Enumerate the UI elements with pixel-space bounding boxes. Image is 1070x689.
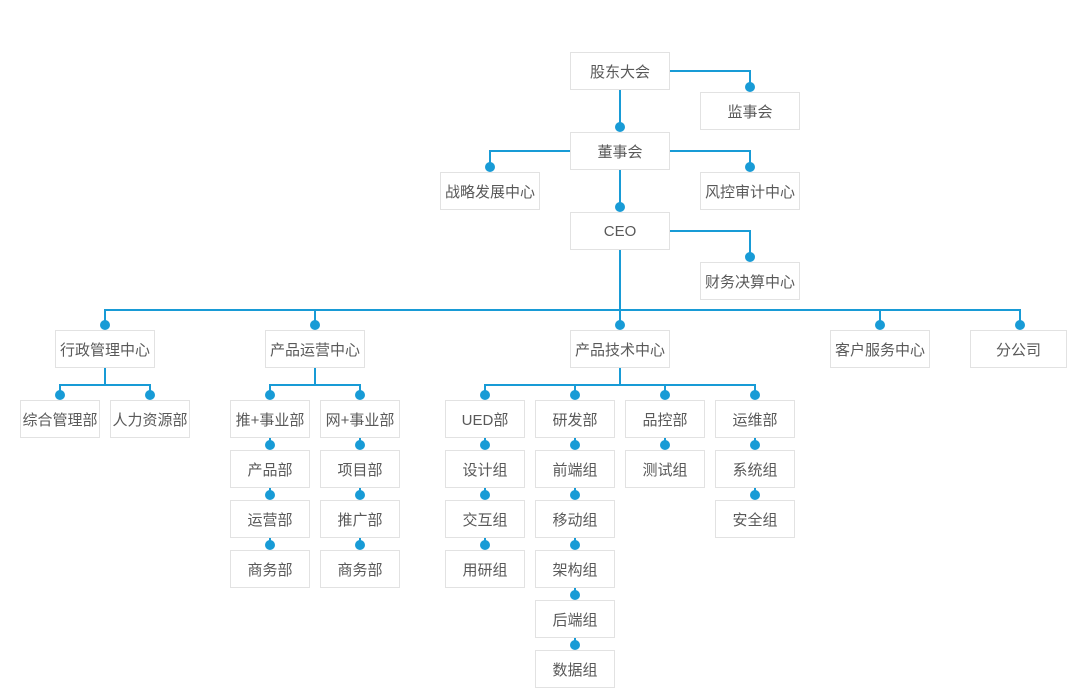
node-branch-company[interactable]: 分公司	[970, 330, 1067, 368]
dot-hr	[145, 390, 155, 400]
dot-system-group	[750, 440, 760, 450]
dot-finance	[745, 252, 755, 262]
dot-security-group	[750, 490, 760, 500]
node-hr-dept[interactable]: 人力资源部	[110, 400, 190, 438]
node-architecture-group[interactable]: 架构组	[535, 550, 615, 588]
node-finance-center[interactable]: 财务决算中心	[700, 262, 800, 300]
node-user-research-group[interactable]: 用研组	[445, 550, 525, 588]
node-design-group[interactable]: 设计组	[445, 450, 525, 488]
dot-project-dept	[355, 440, 365, 450]
edge-ceo-finance	[670, 230, 751, 257]
dot-backend-group	[570, 590, 580, 600]
dot-design-group	[480, 440, 490, 450]
node-shareholders-meeting[interactable]: 股东大会	[570, 52, 670, 90]
node-frontend-group[interactable]: 前端组	[535, 450, 615, 488]
node-strategy-center[interactable]: 战略发展中心	[440, 172, 540, 210]
dot-ceo	[615, 202, 625, 212]
dot-strategy	[485, 162, 495, 172]
node-promotion-dept[interactable]: 推广部	[320, 500, 400, 538]
edge-board-strategy	[489, 150, 570, 167]
edge-board-risk-audit	[670, 150, 751, 167]
dot-om-dept	[750, 390, 760, 400]
node-ued-dept[interactable]: UED部	[445, 400, 525, 438]
dot-data-group	[570, 640, 580, 650]
node-tech-center[interactable]: 产品技术中心	[570, 330, 670, 368]
dot-tech-center	[615, 320, 625, 330]
dot-supervisory	[745, 82, 755, 92]
dot-product-dept	[265, 440, 275, 450]
dot-service-center	[875, 320, 885, 330]
edge-tech-children	[484, 368, 756, 395]
dot-testing-group	[660, 440, 670, 450]
dot-wang-division	[355, 390, 365, 400]
dot-branch-company	[1015, 320, 1025, 330]
dot-business-dept-tui	[265, 540, 275, 550]
connector-dots	[55, 82, 1025, 650]
dot-ops-center	[310, 320, 320, 330]
node-service-center[interactable]: 客户服务中心	[830, 330, 930, 368]
node-business-dept-wang[interactable]: 商务部	[320, 550, 400, 588]
node-product-dept[interactable]: 产品部	[230, 450, 310, 488]
node-mobile-group[interactable]: 移动组	[535, 500, 615, 538]
node-board-of-directors[interactable]: 董事会	[570, 132, 670, 170]
node-data-group[interactable]: 数据组	[535, 650, 615, 688]
edge-mainline	[104, 309, 1021, 325]
node-qc-dept[interactable]: 品控部	[625, 400, 705, 438]
node-tui-division[interactable]: 推+事业部	[230, 400, 310, 438]
edge-ops-children	[269, 368, 361, 395]
node-wang-division[interactable]: 网+事业部	[320, 400, 400, 438]
dot-risk-audit	[745, 162, 755, 172]
node-admin-center[interactable]: 行政管理中心	[55, 330, 155, 368]
dot-frontend-group	[570, 440, 580, 450]
node-backend-group[interactable]: 后端组	[535, 600, 615, 638]
dot-tui-division	[265, 390, 275, 400]
node-project-dept[interactable]: 项目部	[320, 450, 400, 488]
node-rd-dept[interactable]: 研发部	[535, 400, 615, 438]
dot-rd-dept	[570, 390, 580, 400]
node-security-group[interactable]: 安全组	[715, 500, 795, 538]
dot-business-dept-wang	[355, 540, 365, 550]
node-general-admin-dept[interactable]: 综合管理部	[20, 400, 100, 438]
node-ceo[interactable]: CEO	[570, 212, 670, 250]
dot-architecture-group	[570, 540, 580, 550]
node-business-dept-tui[interactable]: 商务部	[230, 550, 310, 588]
node-om-dept[interactable]: 运维部	[715, 400, 795, 438]
dot-board	[615, 122, 625, 132]
node-interaction-group[interactable]: 交互组	[445, 500, 525, 538]
dot-interaction-group	[480, 490, 490, 500]
dot-mobile-group	[570, 490, 580, 500]
node-testing-group[interactable]: 测试组	[625, 450, 705, 488]
node-risk-audit-center[interactable]: 风控审计中心	[700, 172, 800, 210]
node-system-group[interactable]: 系统组	[715, 450, 795, 488]
dot-promotion-dept	[355, 490, 365, 500]
dot-general-admin	[55, 390, 65, 400]
node-supervisory-board[interactable]: 监事会	[700, 92, 800, 130]
dot-qc-dept	[660, 390, 670, 400]
dot-user-research-group	[480, 540, 490, 550]
dot-ued-dept	[480, 390, 490, 400]
dot-operation-dept	[265, 490, 275, 500]
node-ops-center[interactable]: 产品运营中心	[265, 330, 365, 368]
edge-shareholders-supervisory	[670, 70, 751, 87]
edge-admin-children	[59, 368, 151, 395]
node-operation-dept[interactable]: 运营部	[230, 500, 310, 538]
dot-admin-center	[100, 320, 110, 330]
